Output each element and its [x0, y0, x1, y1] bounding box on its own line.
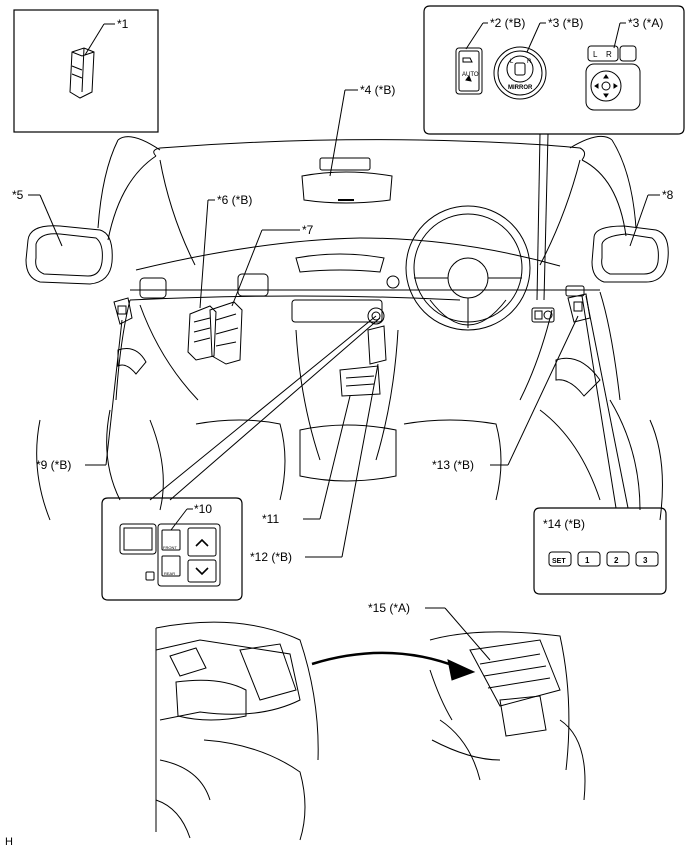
callout-3a: *3 (*A) — [628, 16, 664, 30]
leader-8 — [629, 194, 649, 247]
leader-4 — [329, 89, 346, 177]
callout-12: *12 (*B) — [250, 550, 293, 564]
memory-2-label: 2 — [614, 556, 619, 565]
cabin-outline — [97, 135, 637, 266]
callout-5: *5 — [12, 188, 24, 202]
callout-8: *8 — [662, 188, 674, 202]
inset-box-14 — [533, 507, 667, 595]
mirror-label: MIRROR — [508, 85, 533, 91]
leader-13 — [507, 315, 579, 466]
callout-10: *10 — [194, 502, 213, 516]
leader-14a — [581, 295, 617, 509]
leader-5 — [39, 194, 63, 247]
callout-14: *14 (*B) — [543, 517, 586, 531]
right-side-mirror — [591, 225, 669, 283]
selector-r-label: R — [606, 50, 612, 59]
leader-10a — [149, 315, 377, 501]
callout-1: *1 — [117, 17, 129, 31]
component-1-module — [69, 47, 95, 99]
arrow-to-fuse-box — [311, 651, 461, 670]
leader-1 — [84, 23, 105, 56]
center-console — [295, 325, 399, 482]
callout-15: *15 (*A) — [368, 601, 411, 615]
memory-switch-panel — [548, 551, 659, 567]
seat-heater-switch-panel — [119, 523, 221, 587]
inset-box-switches — [423, 5, 685, 135]
rearview-mirror — [301, 157, 393, 204]
leader-15 — [444, 607, 491, 661]
leader-9 — [105, 319, 123, 466]
mirror-switch — [493, 46, 547, 100]
memory-3-label: 3 — [643, 556, 648, 565]
leader-11 — [319, 395, 351, 520]
engine-bay-left — [155, 621, 319, 841]
callout-4: *4 (*B) — [360, 83, 396, 97]
inset-box-1 — [13, 9, 159, 133]
leader-14b — [585, 295, 629, 509]
rear-label: REAR — [164, 571, 176, 576]
left-side-mirror — [25, 225, 113, 285]
callout-13: *13 (*B) — [432, 458, 475, 472]
callout-7: *7 — [302, 223, 314, 237]
callout-11: *11 — [262, 512, 280, 526]
mirror-r-label: R — [527, 59, 532, 65]
figure-code: H — [5, 836, 13, 848]
auto-switch — [455, 47, 483, 95]
dashboard — [115, 237, 621, 401]
callout-3b: *3 (*B) — [548, 16, 584, 30]
leader-7 — [231, 229, 263, 307]
inset-box-10 — [101, 497, 243, 601]
steering-wheel — [405, 205, 531, 331]
engine-bay-right — [429, 631, 586, 801]
dash-mirror-switch — [531, 307, 555, 323]
component-6-ecu — [187, 305, 217, 361]
memory-set-label: SET — [552, 558, 566, 565]
leader-12 — [341, 363, 379, 558]
mirror-selector-panel — [585, 45, 641, 111]
front-label: FRONT — [163, 545, 177, 550]
leader-6 — [199, 199, 209, 309]
callout-6: *6 (*B) — [217, 193, 253, 207]
seats — [36, 348, 663, 521]
mirror-l-label: L — [510, 59, 514, 65]
selector-l-label: L — [593, 50, 598, 59]
leader-10b — [169, 317, 381, 501]
leader-2-3 — [536, 133, 541, 301]
memory-1-label: 1 — [585, 556, 590, 565]
component-9-door-switch — [113, 297, 133, 325]
callout-9: *9 (*B) — [36, 458, 72, 472]
auto-label: AUTO — [462, 72, 479, 78]
callout-2: *2 (*B) — [490, 16, 526, 30]
